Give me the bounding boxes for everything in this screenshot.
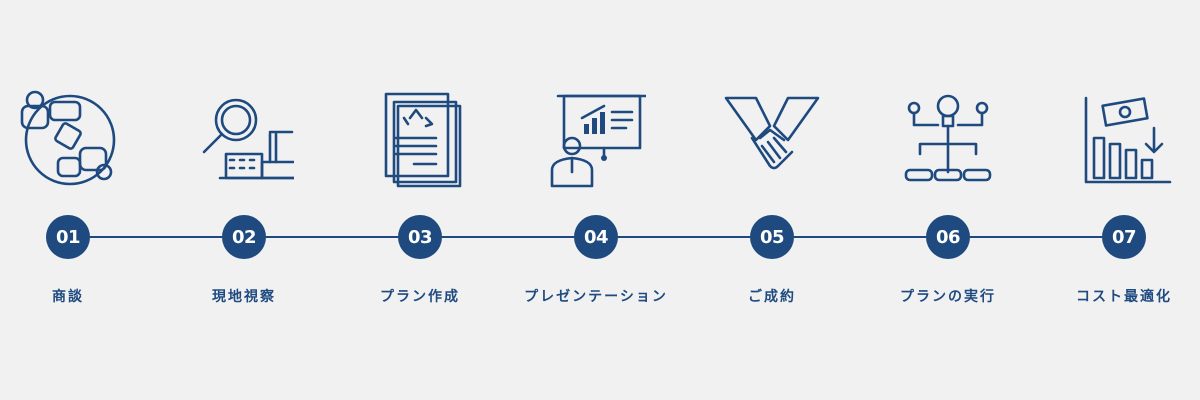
- step-number-badge: 04: [574, 215, 618, 259]
- cost-reduction-icon: [1074, 88, 1174, 188]
- plan-document-icon: [370, 88, 470, 188]
- step-number-badge: 05: [750, 215, 794, 259]
- step-03: 03 プラン作成: [335, 0, 505, 400]
- step-07: 07 コスト最適化: [1039, 0, 1200, 400]
- step-number-badge: 06: [926, 215, 970, 259]
- step-label: プレゼンテーション: [524, 289, 668, 305]
- step-04: 04 プレゼンテーション: [511, 0, 681, 400]
- step-number-badge: 03: [398, 215, 442, 259]
- step-number-badge: 07: [1102, 215, 1146, 259]
- step-label: コスト最適化: [1076, 289, 1172, 305]
- step-01: 01 商談: [0, 0, 153, 400]
- step-label: 商談: [52, 289, 84, 305]
- step-02: 02 現地視察: [159, 0, 329, 400]
- step-number-badge: 02: [222, 215, 266, 259]
- step-label: 現地視察: [212, 289, 276, 305]
- step-label: プラン作成: [380, 289, 460, 305]
- presentation-icon: [546, 88, 646, 188]
- step-label: プランの実行: [900, 289, 996, 305]
- handshake-icon: [722, 88, 822, 188]
- meeting-icon: [18, 88, 118, 188]
- step-number-badge: 01: [46, 215, 90, 259]
- inspection-icon: [194, 88, 294, 188]
- step-05: 05 ご成約: [687, 0, 857, 400]
- step-label: ご成約: [748, 289, 796, 305]
- idea-flow-icon: [898, 88, 998, 188]
- step-06: 06 プランの実行: [863, 0, 1033, 400]
